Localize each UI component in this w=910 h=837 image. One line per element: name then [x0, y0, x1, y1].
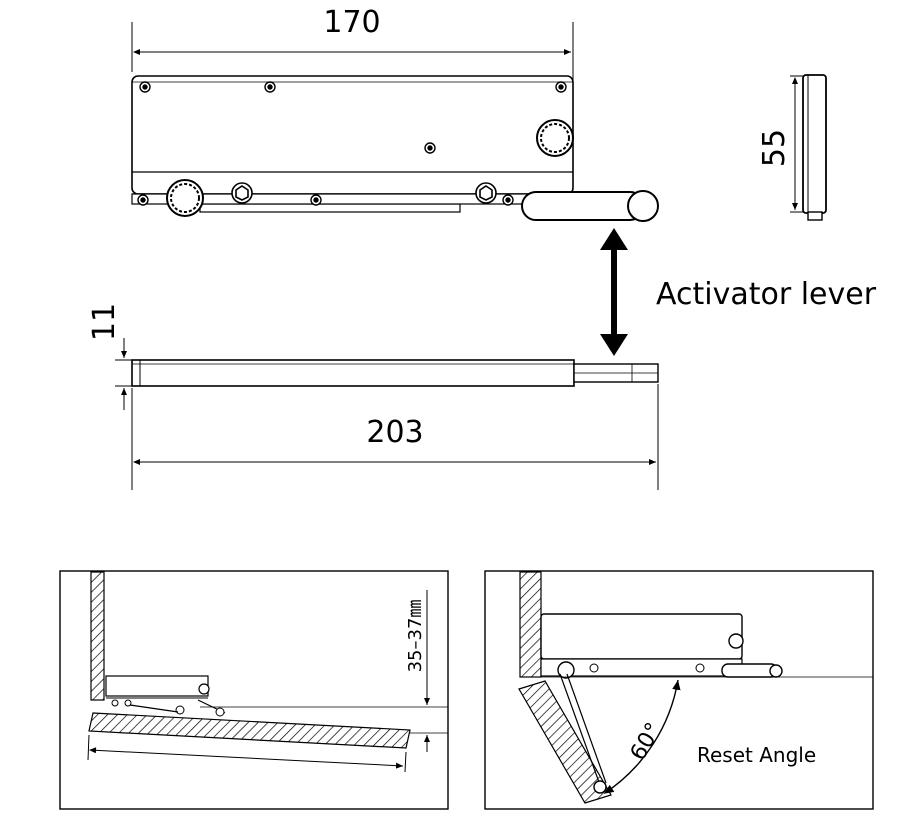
thickness-dimension-label: 11	[87, 303, 122, 341]
reset-angle-label: Reset Angle	[697, 743, 816, 767]
installation-open-panel: 60° Reset Angle	[484, 570, 874, 810]
installation-closed-panel: 35–37㎜	[59, 570, 449, 810]
bottom-rail	[199, 203, 461, 213]
door-panel	[518, 680, 612, 804]
knob-icon	[166, 119, 574, 217]
screw-icon	[137, 81, 567, 206]
length-dimension-label: 203	[366, 415, 423, 450]
mechanism-small	[540, 613, 743, 660]
top-view: 170	[131, 5, 659, 222]
height-dimension-label: 55	[757, 129, 792, 167]
hex-socket-icon	[231, 182, 497, 204]
side-view: 55	[757, 74, 827, 221]
mechanism-plate	[131, 75, 574, 195]
activator-lever	[521, 190, 659, 222]
side-profile	[802, 74, 827, 214]
double-arrow-icon	[600, 228, 628, 356]
mechanism-small	[105, 675, 209, 697]
width-dimension-label: 170	[323, 5, 380, 40]
activator-lever-label: Activator lever	[656, 277, 877, 312]
cabinet-wall	[90, 571, 105, 701]
front-view: 11 203	[87, 303, 659, 490]
door-panel	[88, 712, 411, 749]
angle-arc	[603, 679, 681, 794]
gap-dimension-label: 35–37㎜	[405, 600, 426, 673]
cabinet-wall	[519, 571, 542, 678]
